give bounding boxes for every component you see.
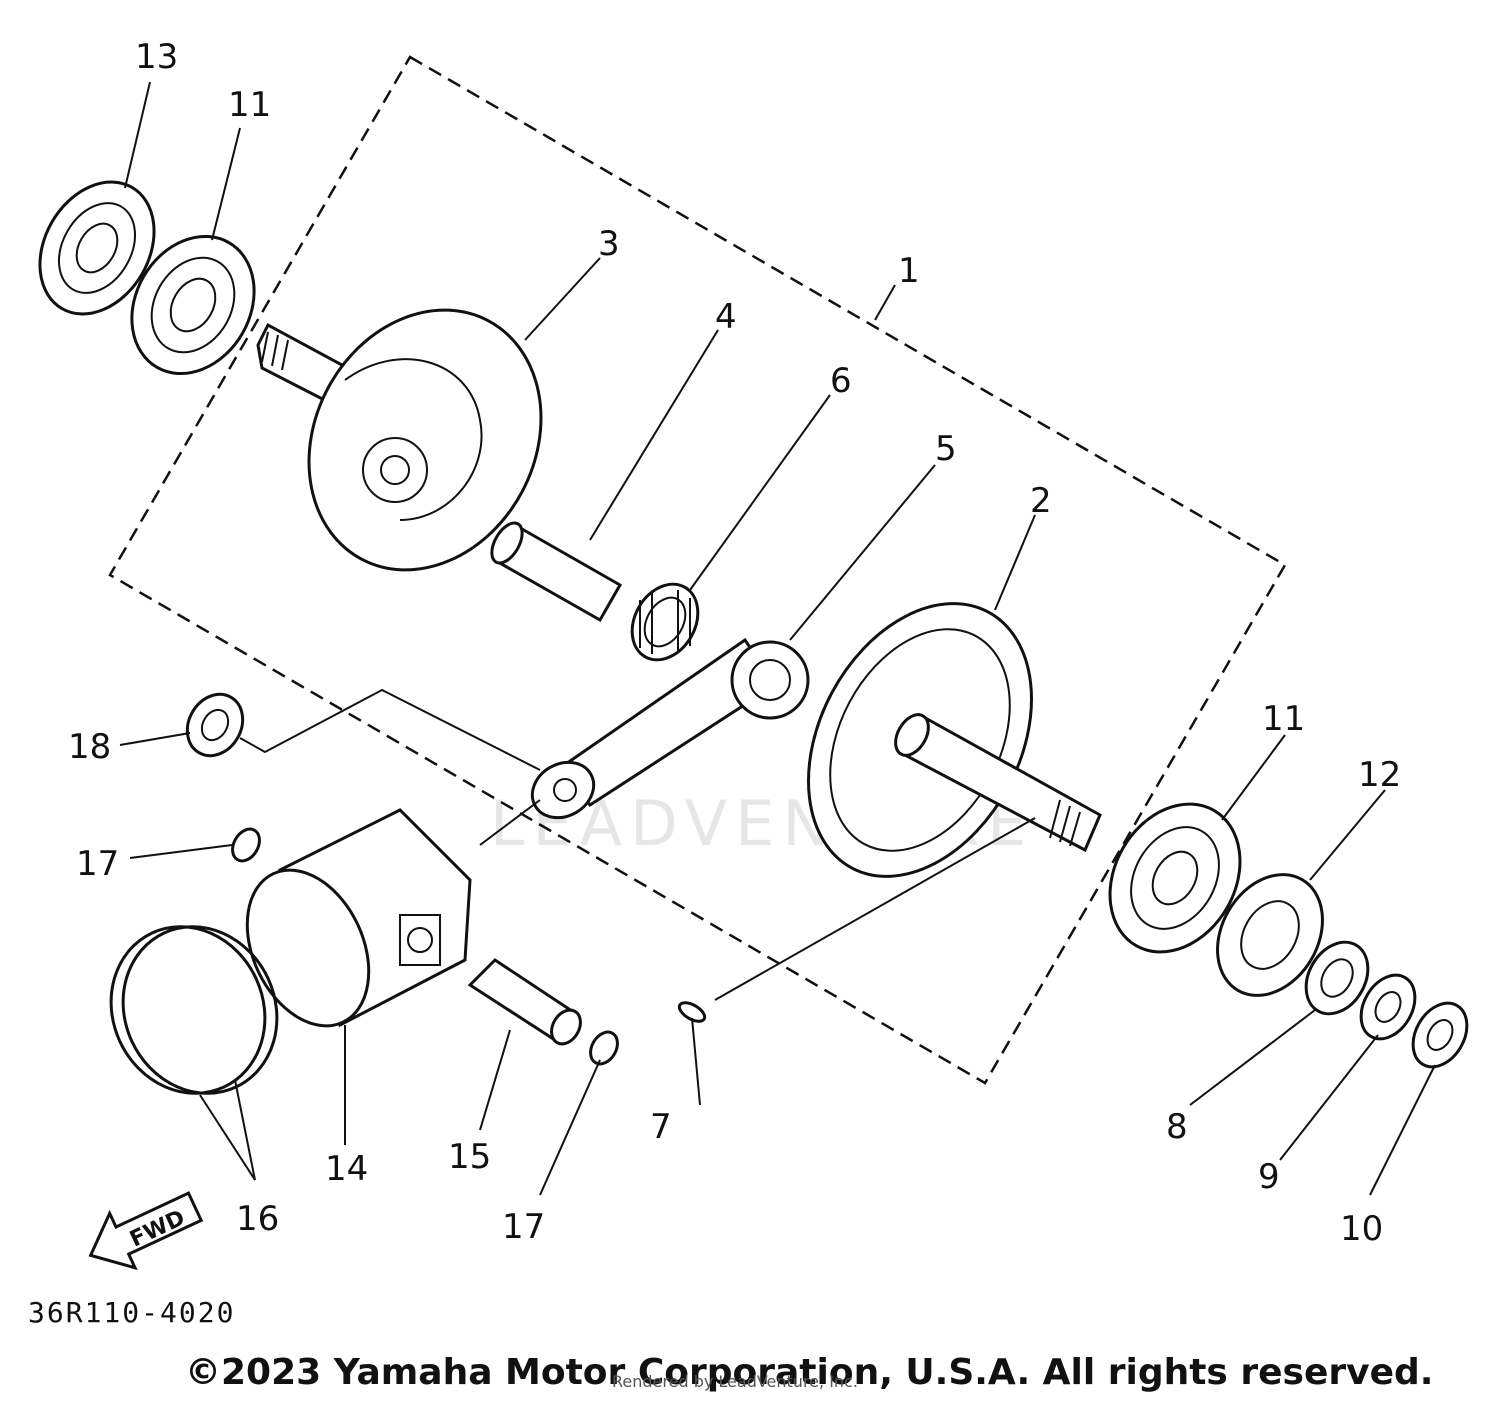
render-caption: Rendered by LeadVenture, Inc. (612, 1372, 858, 1391)
part-14-piston (245, 808, 472, 1028)
callout-13: 13 (135, 37, 178, 77)
callout-labels: 13 11 3 1 4 6 5 2 11 12 18 17 14 15 16 1… (68, 37, 1401, 1249)
part-17-circlip-lower (589, 1030, 619, 1066)
part-10-nut (1411, 1001, 1469, 1069)
callout-10: 10 (1340, 1209, 1383, 1249)
callout-3: 3 (598, 224, 620, 264)
part-8-washer (1304, 940, 1370, 1016)
part-15-piston-pin (467, 958, 582, 1046)
part-12-oil-seal (1216, 873, 1324, 997)
callout-17-lower: 17 (502, 1207, 545, 1247)
part-7-key (677, 1001, 707, 1023)
callout-11-lower: 11 (1262, 699, 1305, 739)
callout-8: 8 (1166, 1107, 1188, 1147)
part-6-needle-bearing (630, 582, 700, 662)
callout-7: 7 (650, 1107, 672, 1147)
part-4-crank-pin (490, 521, 623, 623)
callout-2: 2 (1030, 481, 1052, 521)
diagram-code: 36R110-4020 (28, 1296, 235, 1329)
callout-17-upper: 17 (76, 844, 119, 884)
part-2-right-crank-half (807, 602, 1102, 878)
callout-5: 5 (935, 429, 957, 469)
copyright-notice: ©2023 Yamaha Motor Corporation, U.S.A. A… (185, 1352, 1434, 1393)
part-17-circlip-upper (231, 827, 261, 863)
callout-6: 6 (830, 361, 852, 401)
callout-4: 4 (715, 297, 737, 337)
callout-18: 18 (68, 727, 111, 767)
part-13-bearing (38, 180, 156, 316)
forward-direction-arrow: FWD (88, 1191, 204, 1271)
callout-16: 16 (236, 1199, 279, 1239)
part-11-bearing-upper (130, 234, 256, 376)
part-9-lock-washer (1359, 973, 1417, 1041)
part-3-left-crank-half (256, 308, 543, 572)
callout-15: 15 (448, 1137, 491, 1177)
crankshaft-assembly-boundary (108, 55, 1287, 1085)
part-5-connecting-rod (530, 637, 810, 820)
callout-14: 14 (325, 1149, 368, 1189)
part-18-small-end-bearing (185, 692, 245, 758)
callout-1: 1 (898, 251, 920, 291)
callout-11-upper: 11 (228, 85, 271, 125)
callout-12: 12 (1358, 755, 1401, 795)
callout-9: 9 (1258, 1157, 1280, 1197)
part-11-bearing-lower (1108, 802, 1242, 954)
leader-lines (119, 81, 1436, 1196)
